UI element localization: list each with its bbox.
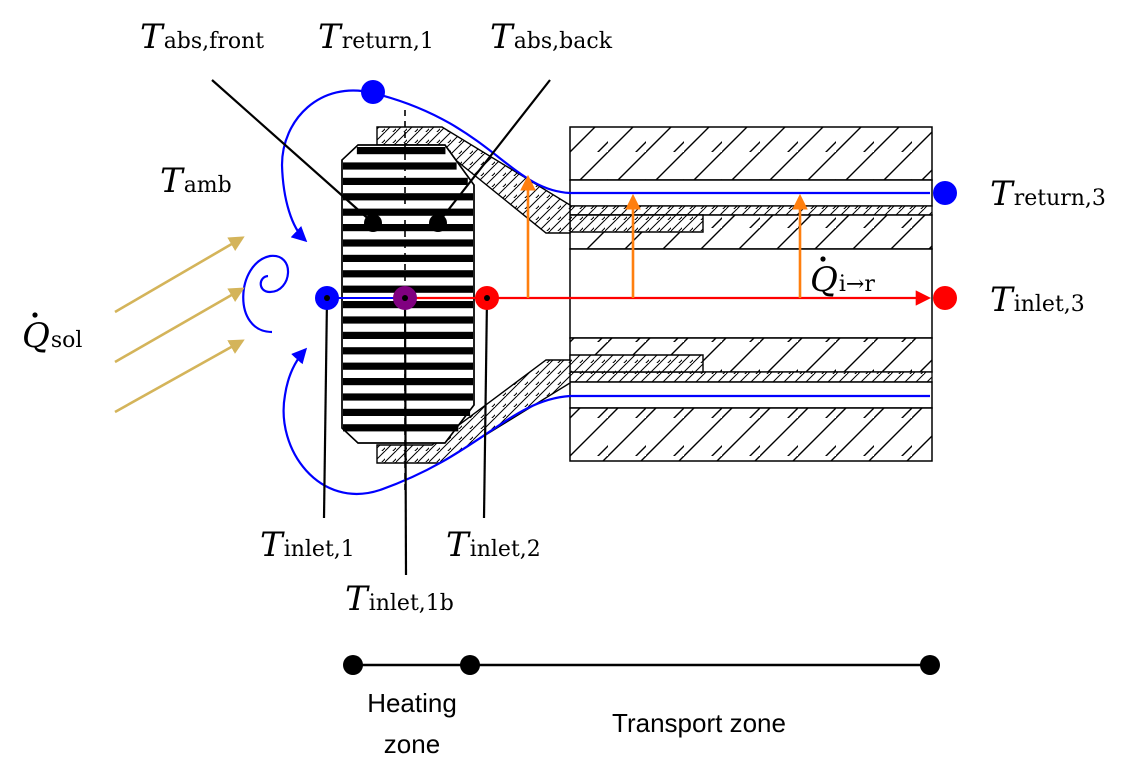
absorber-stripe xyxy=(343,208,473,216)
absorber-stripe xyxy=(343,378,473,386)
solar-arrows xyxy=(114,236,245,414)
label-t-inlet-3: Tinlet,3 xyxy=(990,280,1085,320)
math-labels: Tabs,front Treturn,1 Tabs,back Tamb Tret… xyxy=(22,17,1106,619)
absorber-stripe xyxy=(343,347,473,355)
node-abs-back xyxy=(429,214,447,232)
nodes xyxy=(315,80,957,310)
absorber-stripe xyxy=(343,224,473,232)
label-t-amb: Tamb xyxy=(160,161,232,201)
absorber-stripe xyxy=(343,270,473,278)
zone-marker-end xyxy=(920,655,940,675)
absorber-stripe xyxy=(343,408,471,416)
transport-pipe xyxy=(569,126,933,462)
absorber-stripe xyxy=(343,254,473,262)
absorber-stripe xyxy=(343,362,473,370)
absorber-stripe xyxy=(343,162,457,170)
absorber-stripe xyxy=(356,147,446,155)
absorber-stripe xyxy=(343,424,459,432)
label-t-abs-back: Tabs,back xyxy=(490,17,613,57)
label-t-inlet-1b: Tinlet,1b xyxy=(345,579,454,619)
leader-lines xyxy=(211,79,551,576)
label-t-return-1: Treturn,1 xyxy=(318,17,434,57)
heating-zone-label-line2: zone xyxy=(384,729,440,759)
zone-marker-mid xyxy=(460,655,480,675)
q-dot-sol xyxy=(32,312,38,318)
node-return-1 xyxy=(361,80,385,104)
zone-marker-start xyxy=(343,655,363,675)
label-q-i-r: Qi→r xyxy=(810,260,875,300)
return-flow xyxy=(242,89,930,496)
absorber-stripe xyxy=(343,331,473,339)
node-abs-front xyxy=(364,214,382,232)
zone-scale: Heating zone Transport zone xyxy=(343,655,940,759)
absorber-stripe xyxy=(343,193,473,201)
absorber-stripe xyxy=(343,393,473,401)
label-t-inlet-2: Tinlet,2 xyxy=(446,525,541,565)
label-t-abs-front: Tabs,front xyxy=(140,17,264,57)
label-t-return-3: Treturn,3 xyxy=(990,174,1106,214)
q-dot-i-r xyxy=(820,256,826,262)
node-return-3 xyxy=(933,181,957,205)
transport-zone-label: Transport zone xyxy=(612,708,786,738)
ambient-swirl xyxy=(242,254,290,334)
label-q-sol: Qsol xyxy=(22,316,82,356)
label-t-inlet-1: Tinlet,1 xyxy=(260,525,355,565)
heat-transfer-arrows xyxy=(520,174,808,298)
absorber-stripe xyxy=(343,316,473,324)
heating-zone-label-line1: Heating xyxy=(367,688,457,718)
node-inlet-3 xyxy=(933,286,957,310)
absorber-stripe xyxy=(343,239,473,247)
